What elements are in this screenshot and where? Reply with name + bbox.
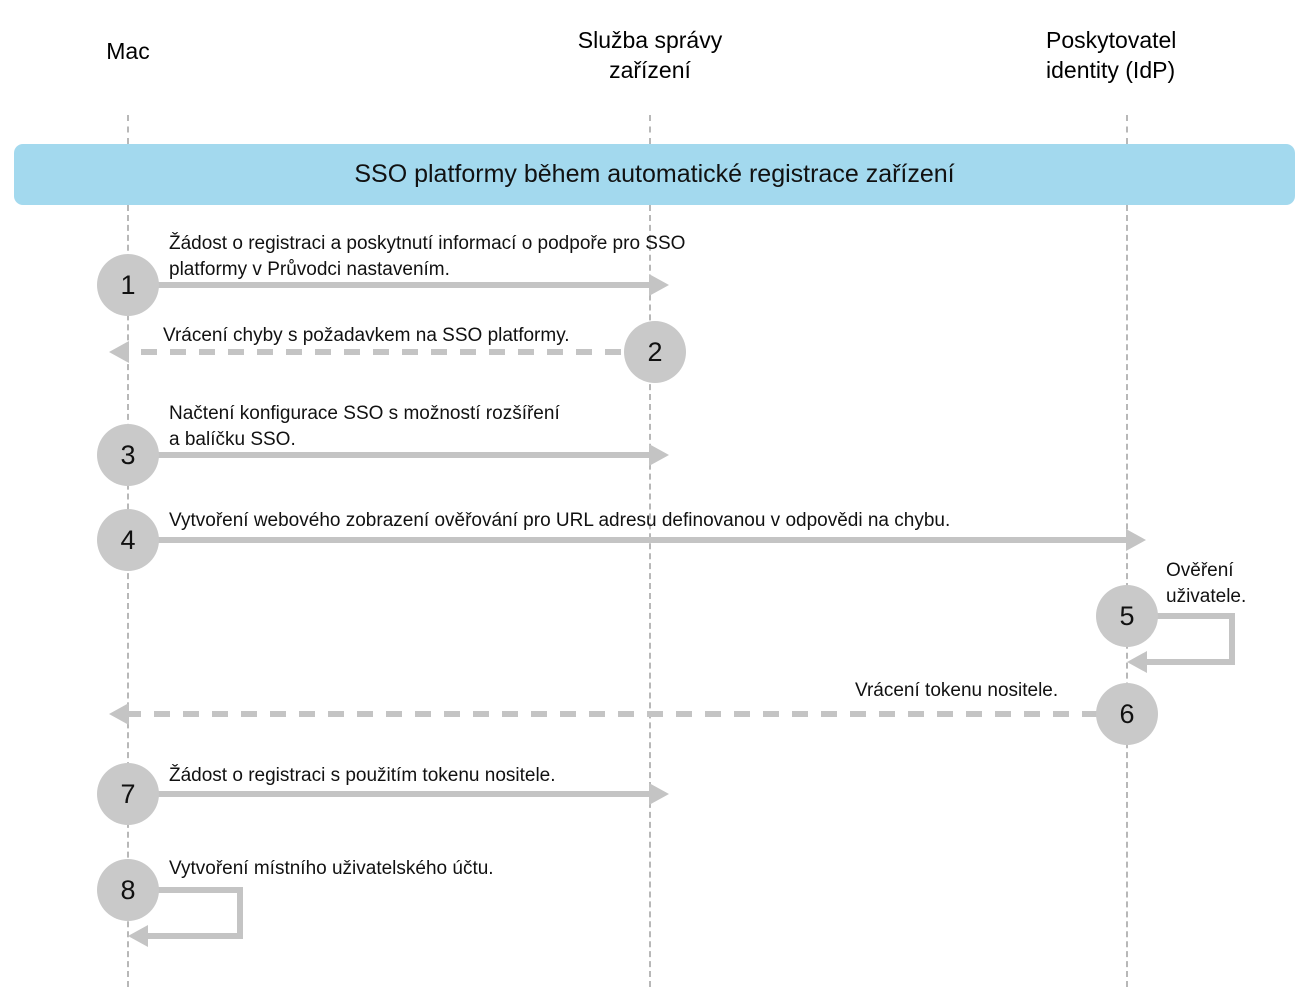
arrowhead-step-5 <box>1127 651 1147 673</box>
step-number-7: 7 <box>97 763 159 825</box>
column-header-identity-provider: Poskytovatel identity (IdP) <box>1046 27 1177 83</box>
step-number-3: 3 <box>97 424 159 486</box>
step-label-4: Vytvoření webového zobrazení ověřování p… <box>169 510 951 531</box>
lifeline-mac <box>127 205 129 987</box>
column-header-mac: Mac <box>106 38 150 64</box>
lifeline-idp <box>1126 115 1128 144</box>
step-label-8: Vytvoření místního uživatelského účtu. <box>169 858 494 879</box>
step-number-4: 4 <box>97 509 159 571</box>
phase-banner: SSO platformy během automatické registra… <box>14 144 1295 205</box>
step-label-7: Žádost o registraci s použitím tokenu no… <box>169 765 556 786</box>
arrowhead-step-6 <box>109 703 129 725</box>
step-number-6: 6 <box>1096 683 1158 745</box>
step-number-5: 5 <box>1096 585 1158 647</box>
arrow-step-6 <box>109 703 1098 725</box>
step-label-3: Načtení konfigurace SSO s možností rozší… <box>169 403 560 450</box>
step-label-6: Vrácení tokenu nositele. <box>855 680 1059 701</box>
lifeline-mdm <box>649 115 651 144</box>
step-label-5: Ověření uživatele. <box>1166 560 1247 607</box>
step-label-1: Žádost o registraci a poskytnutí informa… <box>169 233 686 280</box>
lifeline-mac <box>127 115 129 144</box>
step-number-1: 1 <box>97 254 159 316</box>
self-loop-path-8 <box>148 887 243 939</box>
phase-banner-title: SSO platformy během automatické registra… <box>354 160 955 188</box>
self-loop-path-5 <box>1147 613 1235 665</box>
step-label-2: Vrácení chyby s požadavkem na SSO platfo… <box>163 325 570 346</box>
step-number-2: 2 <box>624 321 686 383</box>
arrowhead-step-3 <box>649 444 669 466</box>
arrowhead-step-2 <box>109 341 129 363</box>
column-header-device-management-service: Služba správy zařízení <box>577 27 723 83</box>
step-number-8: 8 <box>97 859 159 921</box>
arrowhead-step-4 <box>1126 529 1146 551</box>
arrowhead-step-8 <box>128 925 148 947</box>
lifeline-mdm <box>649 205 651 987</box>
arrowhead-step-7 <box>649 783 669 805</box>
